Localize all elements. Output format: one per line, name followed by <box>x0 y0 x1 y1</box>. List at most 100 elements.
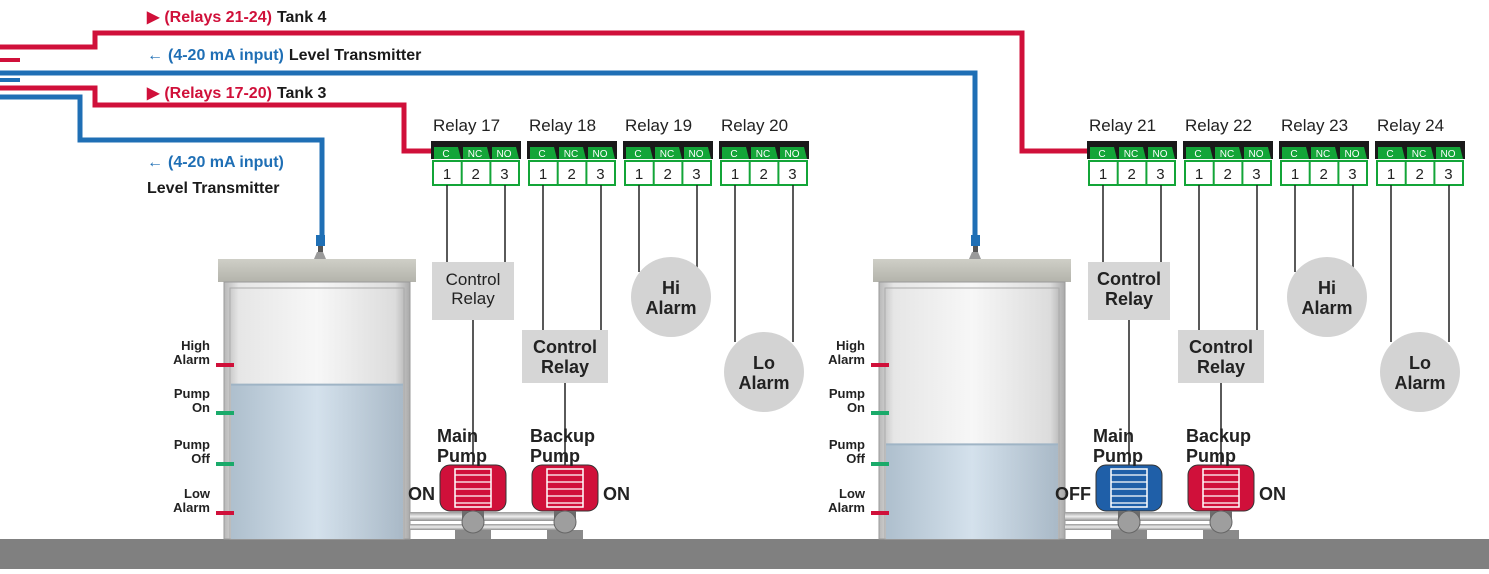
terminal-tab-label: NC <box>1412 149 1426 160</box>
tank4-input-line <box>0 70 978 235</box>
terminal-tab-label: NO <box>1153 149 1168 160</box>
main-pump-state: ON <box>408 484 435 504</box>
terminal-number: 3 <box>596 166 604 183</box>
terminal-number: 2 <box>472 166 480 183</box>
relay-label: Relay 23 <box>1281 116 1348 135</box>
terminal-tab-label: C <box>1194 149 1201 160</box>
terminal-tab <box>1407 147 1434 159</box>
terminal-tab-label: C <box>1098 149 1105 160</box>
terminal-tab-label: NO <box>1249 149 1264 160</box>
tank4-relay-label: ▶(Relays 21-24)Tank 4 <box>146 9 327 26</box>
pump-motor-icon <box>1095 464 1163 512</box>
terminal-number: 1 <box>1387 166 1395 183</box>
terminal-tab <box>1436 147 1463 159</box>
terminal-number: 3 <box>500 166 508 183</box>
terminal-number: 2 <box>1128 166 1136 183</box>
wiring <box>0 30 1092 235</box>
line-labels: ▶(Relays 21-24)Tank 4 ←(4-20 mA input)Le… <box>146 9 421 197</box>
relay-label: Relay 18 <box>529 116 596 135</box>
main-pump <box>439 464 507 539</box>
terminal-tab-label: C <box>730 149 737 160</box>
terminal-strip <box>720 160 808 186</box>
terminal-number: 2 <box>568 166 576 183</box>
terminal-number: 1 <box>539 166 547 183</box>
terminal-number: 1 <box>1195 166 1203 183</box>
suction-pipe <box>410 512 565 521</box>
tank-lid <box>873 259 1071 282</box>
terminal-tab-label: NC <box>660 149 674 160</box>
control-relay-box <box>1088 262 1170 320</box>
tank-liquid <box>886 444 1058 539</box>
terminal-tab <box>1244 147 1271 159</box>
terminal-tab-label: C <box>634 149 641 160</box>
relay-label: Relay 24 <box>1377 116 1444 135</box>
main-pump-state: OFF <box>1055 484 1091 504</box>
terminal-number: 3 <box>692 166 700 183</box>
terminal-strip <box>1280 160 1368 186</box>
control-relay-box <box>1178 330 1264 383</box>
terminal-tab <box>780 147 807 159</box>
terminal-tab-label: NC <box>1316 149 1330 160</box>
tank4-relay-line <box>0 30 1092 154</box>
relay-label: Relay 21 <box>1089 116 1156 135</box>
terminal-number: 1 <box>443 166 451 183</box>
terminal-tab-label: NO <box>1441 149 1456 160</box>
pump-motor-icon <box>531 464 599 512</box>
lo-alarm-icon <box>724 332 804 412</box>
tank3-input-line <box>0 94 325 235</box>
tank4-input-label: ←(4-20 mA input)Level Transmitter <box>147 47 421 64</box>
terminal-tab <box>751 147 778 159</box>
backup-pump <box>1187 464 1255 539</box>
tank-lid <box>218 259 416 282</box>
backup-pump-state: ON <box>1259 484 1286 504</box>
terminal-number: 2 <box>760 166 768 183</box>
control-relay-box <box>432 262 514 320</box>
terminal-number: 2 <box>1224 166 1232 183</box>
terminal-tab <box>588 147 615 159</box>
terminal-tab-label: C <box>1386 149 1393 160</box>
terminal-tab <box>463 147 490 159</box>
terminal-strip <box>432 160 520 186</box>
tank3-input-label: ←(4-20 mA input) <box>147 154 284 171</box>
relay-label: Relay 17 <box>433 116 500 135</box>
terminal-number: 3 <box>1252 166 1260 183</box>
terminal-tab-label: NO <box>785 149 800 160</box>
tank3-relay-line <box>0 85 438 154</box>
terminal-number: 1 <box>731 166 739 183</box>
level-transmitter-icon <box>316 235 325 246</box>
terminal-tab-label: NC <box>1220 149 1234 160</box>
terminal-tab <box>626 147 653 159</box>
floor <box>0 539 1489 569</box>
terminal-tab <box>655 147 682 159</box>
terminal-strip <box>1376 160 1464 186</box>
terminal-number: 3 <box>788 166 796 183</box>
hi-alarm-icon <box>631 257 711 337</box>
control-relay-box <box>522 330 608 383</box>
backup-pump-state: ON <box>603 484 630 504</box>
terminal-tab-label: NO <box>497 149 512 160</box>
